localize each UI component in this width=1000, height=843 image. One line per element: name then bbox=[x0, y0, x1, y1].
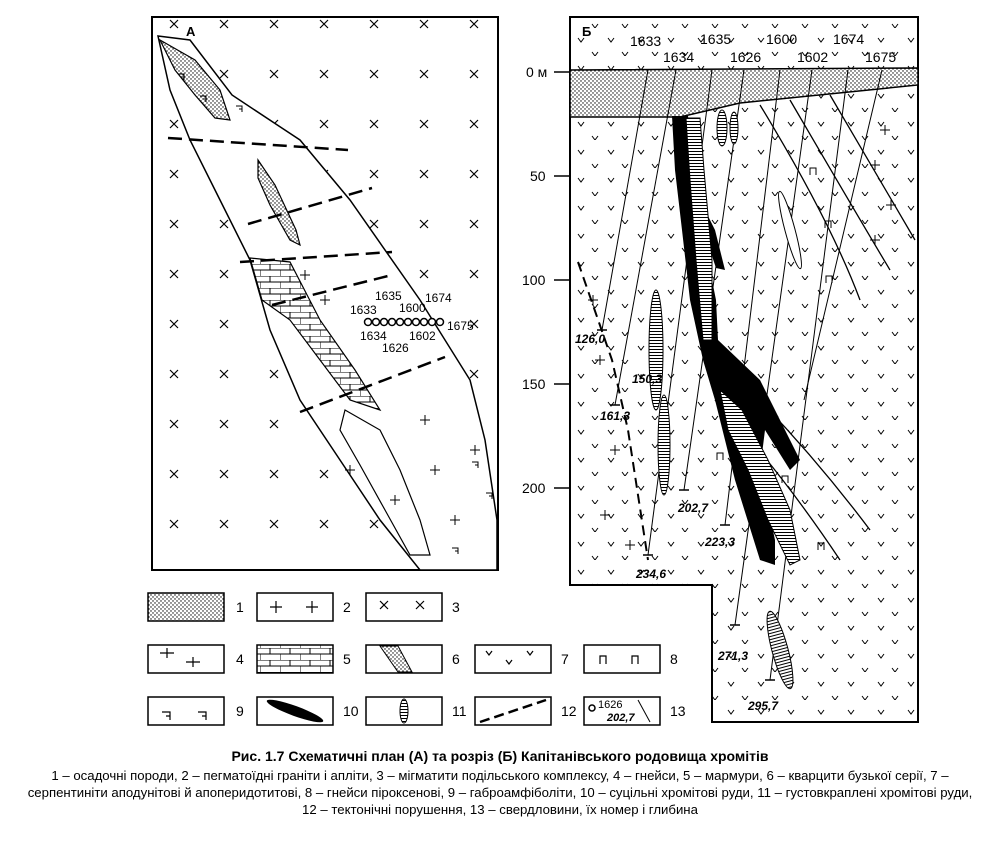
gabbro-symbols bbox=[178, 73, 493, 554]
depth-label: 100 bbox=[522, 272, 546, 288]
legend-swatch-migmatite bbox=[365, 592, 443, 622]
ore-lens bbox=[729, 111, 739, 145]
gabbro-symbol bbox=[162, 711, 207, 720]
legend-number: 13 bbox=[670, 703, 686, 719]
plan-well-label: 1600 bbox=[399, 301, 426, 315]
section-well-label: 1635 bbox=[700, 31, 731, 47]
legend-number: 11 bbox=[452, 703, 467, 719]
section-well-label: 1626 bbox=[730, 49, 761, 65]
gneiss-belt bbox=[157, 35, 498, 571]
section-well-label: 1602 bbox=[797, 49, 828, 65]
disseminated-ore bbox=[685, 117, 713, 341]
legend-number: 9 bbox=[236, 703, 244, 719]
sediment-cover bbox=[569, 67, 919, 118]
plus-symbol bbox=[270, 601, 318, 613]
v-symbol bbox=[485, 650, 534, 665]
plan-well-label: 1626 bbox=[382, 341, 409, 355]
panel-a: А bbox=[151, 16, 499, 571]
geology-figure: А bbox=[147, 16, 919, 726]
plan-well-label: 1633 bbox=[350, 303, 377, 317]
caption-title: Рис. 1.7 Схематичні план (А) та розріз (… bbox=[231, 748, 769, 764]
gneiss-symbols-b bbox=[588, 125, 896, 550]
legend-number: 1 bbox=[236, 599, 244, 615]
legend-swatch-serpentinite bbox=[474, 644, 552, 674]
ore-lens bbox=[657, 394, 671, 496]
panel-b-letter: Б bbox=[582, 24, 591, 39]
plan-well-label: 1675 bbox=[447, 319, 474, 333]
well-depth-label: 161,3 bbox=[600, 409, 630, 423]
well-depth-label: 271,3 bbox=[717, 649, 748, 663]
depth-label: 200 bbox=[522, 480, 546, 496]
section-well-label: 1633 bbox=[630, 33, 661, 49]
well-symbol bbox=[588, 704, 596, 712]
massive-ore bbox=[672, 116, 800, 565]
legend-swatch-sediment bbox=[147, 592, 225, 622]
marble-band bbox=[249, 257, 382, 412]
legend-swatch-pyroxene-gneiss bbox=[583, 644, 661, 674]
quartzite-symbol bbox=[379, 645, 413, 673]
ore-lens bbox=[648, 289, 664, 411]
legend: 1 2 3 4 5 6 7 8 9 10 11 12 bbox=[147, 592, 686, 726]
plan-well-label: 1634 bbox=[360, 329, 387, 343]
ore-lens bbox=[766, 610, 794, 690]
wells-plan bbox=[363, 317, 445, 327]
panel-b: Б 0 м 50 100 150 200 1633 1635 1600 1674… bbox=[522, 16, 919, 723]
legend-swatch-granite bbox=[256, 592, 334, 622]
well-trace-symbol bbox=[637, 699, 651, 723]
legend-swatch-marble bbox=[256, 644, 334, 674]
gabbro-band bbox=[339, 409, 431, 556]
well-depth-label: 295,7 bbox=[747, 699, 779, 713]
legend-well-number: 1626 bbox=[598, 699, 622, 711]
depth-label: 50 bbox=[530, 168, 546, 184]
legend-well-depth: 202,7 bbox=[606, 712, 635, 724]
legend-number: 7 bbox=[561, 651, 569, 667]
cross-symbol bbox=[379, 600, 425, 610]
legend-number: 3 bbox=[452, 599, 460, 615]
plan-well-label: 1635 bbox=[375, 289, 402, 303]
legend-number: 8 bbox=[670, 651, 678, 667]
plan-well-label: 1602 bbox=[409, 329, 436, 343]
well-depth-label: 150,3 bbox=[632, 372, 662, 386]
legend-number: 5 bbox=[343, 651, 351, 667]
section-well-label: 1600 bbox=[766, 31, 797, 47]
ore-lens bbox=[716, 109, 728, 147]
pi-symbol bbox=[599, 655, 639, 664]
depth-label: 150 bbox=[522, 376, 546, 392]
legend-number: 2 bbox=[343, 599, 351, 615]
well-depth-label: 234,6 bbox=[635, 567, 666, 581]
section-well-label: 1634 bbox=[663, 49, 694, 65]
legend-number: 10 bbox=[343, 703, 359, 719]
tectonic-fault-b bbox=[577, 261, 649, 561]
plan-well-label: 1674 bbox=[425, 291, 452, 305]
legend-number: 12 bbox=[561, 703, 577, 719]
well-depth-label: 126,0 bbox=[575, 332, 605, 346]
section-well-label: 1675 bbox=[865, 49, 896, 65]
panel-a-letter: А bbox=[186, 24, 196, 39]
legend-swatch-gneiss bbox=[147, 644, 225, 674]
disseminated-ore-2 bbox=[719, 388, 801, 566]
section-well-label: 1674 bbox=[833, 31, 864, 47]
disseminated-ore-symbol bbox=[399, 698, 409, 724]
gneiss-symbol bbox=[160, 648, 200, 667]
tectonic-faults-a bbox=[167, 136, 446, 414]
gneiss-symbols bbox=[300, 270, 480, 525]
massive-ore-symbol bbox=[266, 699, 324, 723]
quartzite-lens-2 bbox=[257, 158, 301, 247]
pyroxene-symbols-b bbox=[716, 167, 833, 550]
fault-symbol bbox=[479, 698, 547, 724]
well-depth-label: 202,7 bbox=[677, 501, 709, 515]
legend-number: 4 bbox=[236, 651, 244, 667]
well-depth-label: 223,3 bbox=[704, 535, 735, 549]
ore-lens bbox=[778, 190, 802, 270]
legend-number: 6 bbox=[452, 651, 460, 667]
caption-description: 1 – осадочні породи, 2 – пегматоїдні гра… bbox=[27, 768, 973, 817]
depth-label: 0 м bbox=[526, 64, 547, 80]
depth-ticks bbox=[554, 71, 570, 489]
legend-swatch-gabbro bbox=[147, 696, 225, 726]
figure-caption: Рис. 1.7 Схематичні план (А) та розріз (… bbox=[0, 748, 1000, 818]
legend-swatch-well bbox=[583, 696, 661, 726]
